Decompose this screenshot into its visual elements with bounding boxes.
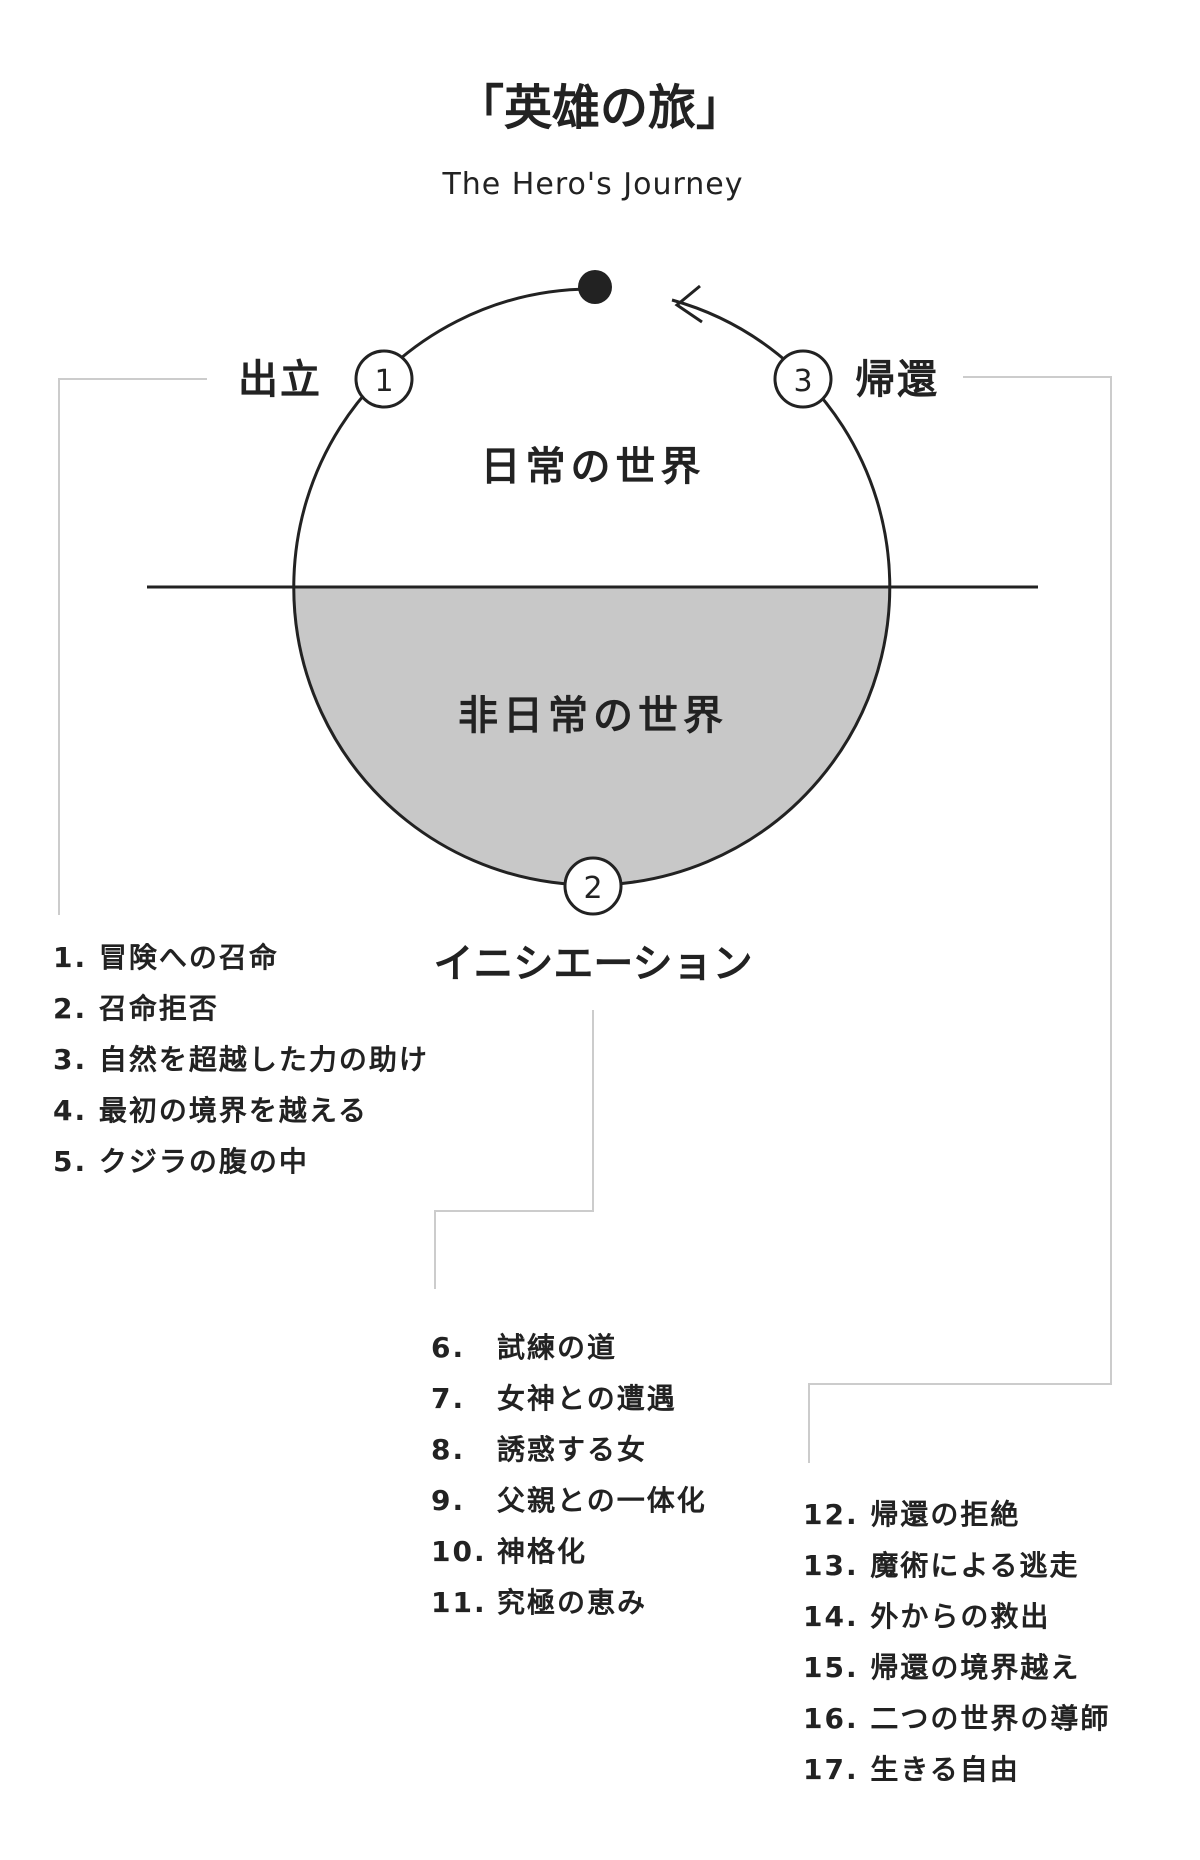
svg-text:2: 2 [583,871,602,906]
stage-node-3: 3 [773,349,833,409]
svg-text:3: 3 [793,364,812,399]
special-world-area [295,587,891,885]
departure-steps-list: 1. 冒険への召命 2. 召命拒否 3. 自然を超越した力の助け 4. 最初の境… [53,932,429,1187]
list-item: 4. 最初の境界を越える [53,1094,369,1127]
stage-node-1: 1 [354,349,414,409]
start-dot [578,270,612,304]
list-item: 16. 二つの世界の導師 [803,1702,1111,1735]
return-steps-list: 12. 帰還の拒絶 13. 魔術による逃走 14. 外からの救出 15. 帰還の… [803,1489,1110,1795]
list-item: 13. 魔術による逃走 [803,1549,1080,1582]
list-item: 3. 自然を超越した力の助け [53,1043,429,1076]
list-item: 10.神格化 [431,1535,588,1568]
list-item: 14. 外からの救出 [803,1600,1051,1633]
list-item: 6.試練の道 [431,1331,618,1364]
list-item: 12. 帰還の拒絶 [803,1498,1021,1531]
initiation-steps-list: 6.試練の道 7.女神との遭遇 8.誘惑する女 9.父親との一体化 10.神格化… [431,1322,707,1628]
stage-node-2: 2 [563,856,623,916]
list-item: 5. クジラの腹の中 [53,1145,309,1178]
departure-connector [58,378,207,915]
list-item: 9.父親との一体化 [431,1484,707,1517]
list-item: 17. 生きる自由 [803,1753,1020,1786]
svg-text:1: 1 [374,364,393,399]
title: 「英雄の旅」 [456,80,744,136]
subtitle: The Hero's Journey [441,167,743,202]
list-item: 7.女神との遭遇 [431,1382,677,1415]
departure-label: 出立 [238,357,322,403]
special-world-label: 非日常の世界 [458,693,728,739]
return-label: 帰還 [855,357,939,403]
return-connector [808,376,1112,1463]
list-item: 8.誘惑する女 [431,1433,648,1466]
ordinary-world-label: 日常の世界 [481,444,706,490]
journey-cycle [292,287,892,887]
list-item: 1. 冒険への召命 [53,941,279,974]
arrow-head-icon [674,284,703,324]
list-item: 2. 召命拒否 [53,992,219,1025]
list-item: 11.究極の恵み [431,1586,648,1619]
initiation-connector [434,1010,594,1289]
initiation-label: イニシエーション [433,941,752,987]
list-item: 15. 帰還の境界越え [803,1651,1081,1684]
